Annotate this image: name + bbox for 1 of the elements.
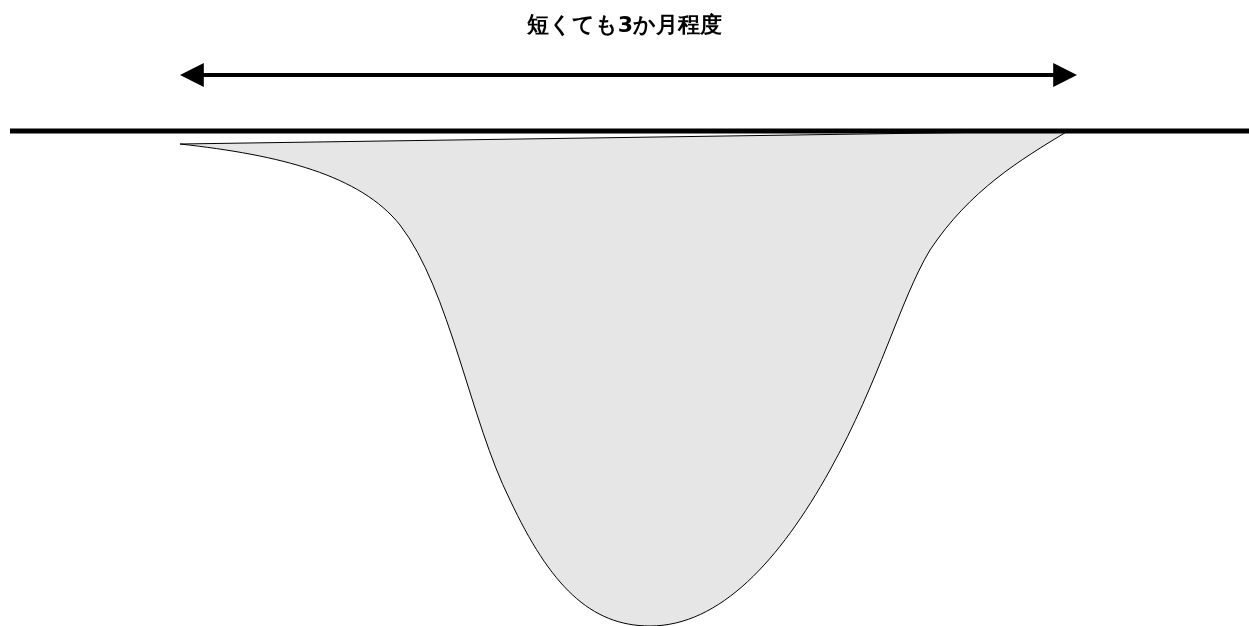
duration-label: 短くても3か月程度 (526, 11, 723, 39)
